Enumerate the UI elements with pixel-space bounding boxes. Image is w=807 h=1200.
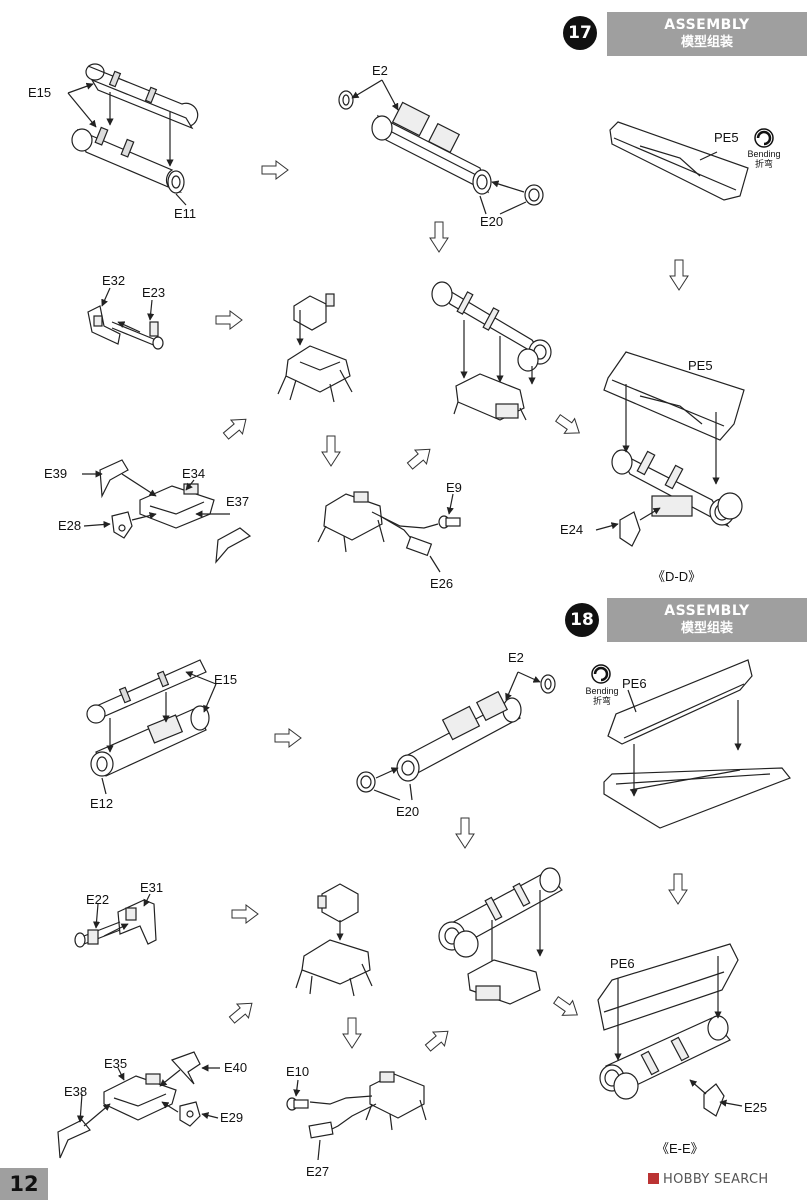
flow-arrow-diag-18-3 (550, 992, 584, 1023)
e9-part (438, 515, 461, 529)
step-18-title: ASSEMBLY (664, 603, 750, 619)
flow-arrow-diag-1 (219, 411, 253, 444)
part-label-e26: E26 (430, 576, 454, 591)
pe5-sheet-installed (603, 351, 745, 441)
part-label-e29: E29 (220, 1110, 244, 1125)
page-number: 12 (0, 1168, 48, 1200)
e35-base-plate (103, 1073, 177, 1121)
e2-e20-tube-pair (371, 101, 492, 195)
mount-with-cable-18 (308, 1071, 427, 1139)
flow-arrow-diag-2 (403, 441, 437, 474)
part-label-e31: E31 (140, 880, 164, 895)
tube-pair-on-mount-18 (438, 867, 563, 1005)
mount-with-cable (317, 491, 439, 557)
e28-part (111, 511, 133, 539)
bending-label-cn-18: 折弯 (592, 696, 611, 706)
e20-ring-18 (356, 771, 376, 793)
e15-half-shell-top (85, 63, 199, 130)
part-label-e24: E24 (560, 522, 584, 537)
part-label-e2: E2 (372, 63, 388, 78)
e10-part (286, 1097, 309, 1111)
bending-icon (754, 128, 774, 148)
e34-base-plate (139, 483, 215, 529)
e32-bracket (87, 305, 121, 345)
section-label-d-d: 《D-D》 (652, 569, 702, 584)
e20-ring (524, 184, 544, 206)
step-17-badge: 17 (563, 16, 597, 50)
step-17-title: ASSEMBLY (664, 17, 750, 33)
part-label-e27: E27 (306, 1164, 330, 1179)
step-18-badge: 18 (565, 603, 599, 637)
bending-label: Bending 折弯 (740, 149, 788, 169)
bending-icon-18 (591, 664, 611, 684)
part-label-e39: E39 (44, 466, 68, 481)
part-label-pe5: PE5 (714, 130, 739, 145)
part-label-e25: E25 (744, 1100, 768, 1115)
tube-pair-final-17 (611, 449, 743, 528)
flow-arrow-diag-3 (552, 410, 586, 441)
watermark: HOBBY SEARCH (648, 1172, 768, 1187)
mount-subassembly-18 (295, 883, 373, 997)
part-label-e15: E15 (28, 85, 52, 100)
part-label-e20: E20 (480, 214, 504, 229)
bending-label-en-18: Bending (585, 686, 619, 696)
pe5-sheet-flat (609, 121, 749, 201)
part-label-e40: E40 (224, 1060, 248, 1075)
e29-part (179, 1101, 201, 1127)
flow-arrow (261, 160, 289, 180)
bending-label-cn: 折弯 (754, 159, 773, 169)
part-label-e38: E38 (64, 1084, 88, 1099)
watermark-logo-icon (648, 1173, 659, 1184)
part-label-e10: E10 (286, 1064, 310, 1079)
e24-part (619, 511, 641, 547)
e40-leg-bracket (170, 1051, 201, 1085)
e25-part (703, 1083, 725, 1117)
part-label-e20-18: E20 (396, 804, 420, 819)
part-label-e11: E11 (174, 206, 197, 221)
step-17-banner: ASSEMBLY 模型组装 (607, 12, 807, 56)
watermark-text: HOBBY SEARCH (663, 1172, 769, 1187)
part-label-e23: E23 (142, 285, 166, 300)
flow-arrow-diag-18-1 (225, 995, 259, 1028)
bending-label-18: Bending 折弯 (578, 686, 626, 706)
e2-end-cap (338, 90, 354, 110)
bending-label-en: Bending (747, 149, 781, 159)
e22-axle (74, 921, 121, 948)
tube-pair-final-18 (599, 1015, 731, 1100)
part-label-pe6: PE6 (622, 676, 647, 691)
e31-bracket (117, 899, 157, 945)
part-label-e34: E34 (182, 466, 206, 481)
e2-e20-tube-pair-18 (396, 690, 522, 782)
part-label-e15-18: E15 (214, 672, 238, 687)
e37-leg-bracket (215, 527, 252, 564)
part-label-pe5-installed: PE5 (688, 358, 713, 373)
e11-tube (71, 126, 185, 194)
section-label-e-e: 《E-E》 (656, 1141, 704, 1156)
e2-end-cap-18 (540, 674, 556, 694)
tube-pair-on-mount (431, 281, 552, 421)
e39-leg-bracket (99, 459, 129, 499)
part-label-e12: E12 (90, 796, 114, 811)
e12-tube (90, 705, 210, 777)
pe6-sheet-flat (603, 659, 791, 829)
part-label-e2-18: E2 (508, 650, 524, 665)
part-label-e22: E22 (86, 892, 110, 907)
e15-half-shell-top-18 (86, 659, 207, 724)
part-label-e28: E28 (58, 518, 82, 533)
pe6-sheet-installed (597, 943, 739, 1031)
part-label-e37: E37 (226, 494, 250, 509)
step-18-subtitle: 模型组装 (680, 621, 733, 636)
part-label-pe6-installed: PE6 (610, 956, 635, 971)
part-label-e32: E32 (102, 273, 126, 288)
step-17-subtitle: 模型组装 (680, 35, 733, 50)
mount-subassembly (277, 293, 353, 403)
flow-arrow-diag-18-2 (421, 1023, 455, 1056)
part-label-e9: E9 (446, 480, 462, 495)
step-18-banner: ASSEMBLY 模型组装 (607, 598, 807, 642)
part-label-e35: E35 (104, 1056, 128, 1071)
